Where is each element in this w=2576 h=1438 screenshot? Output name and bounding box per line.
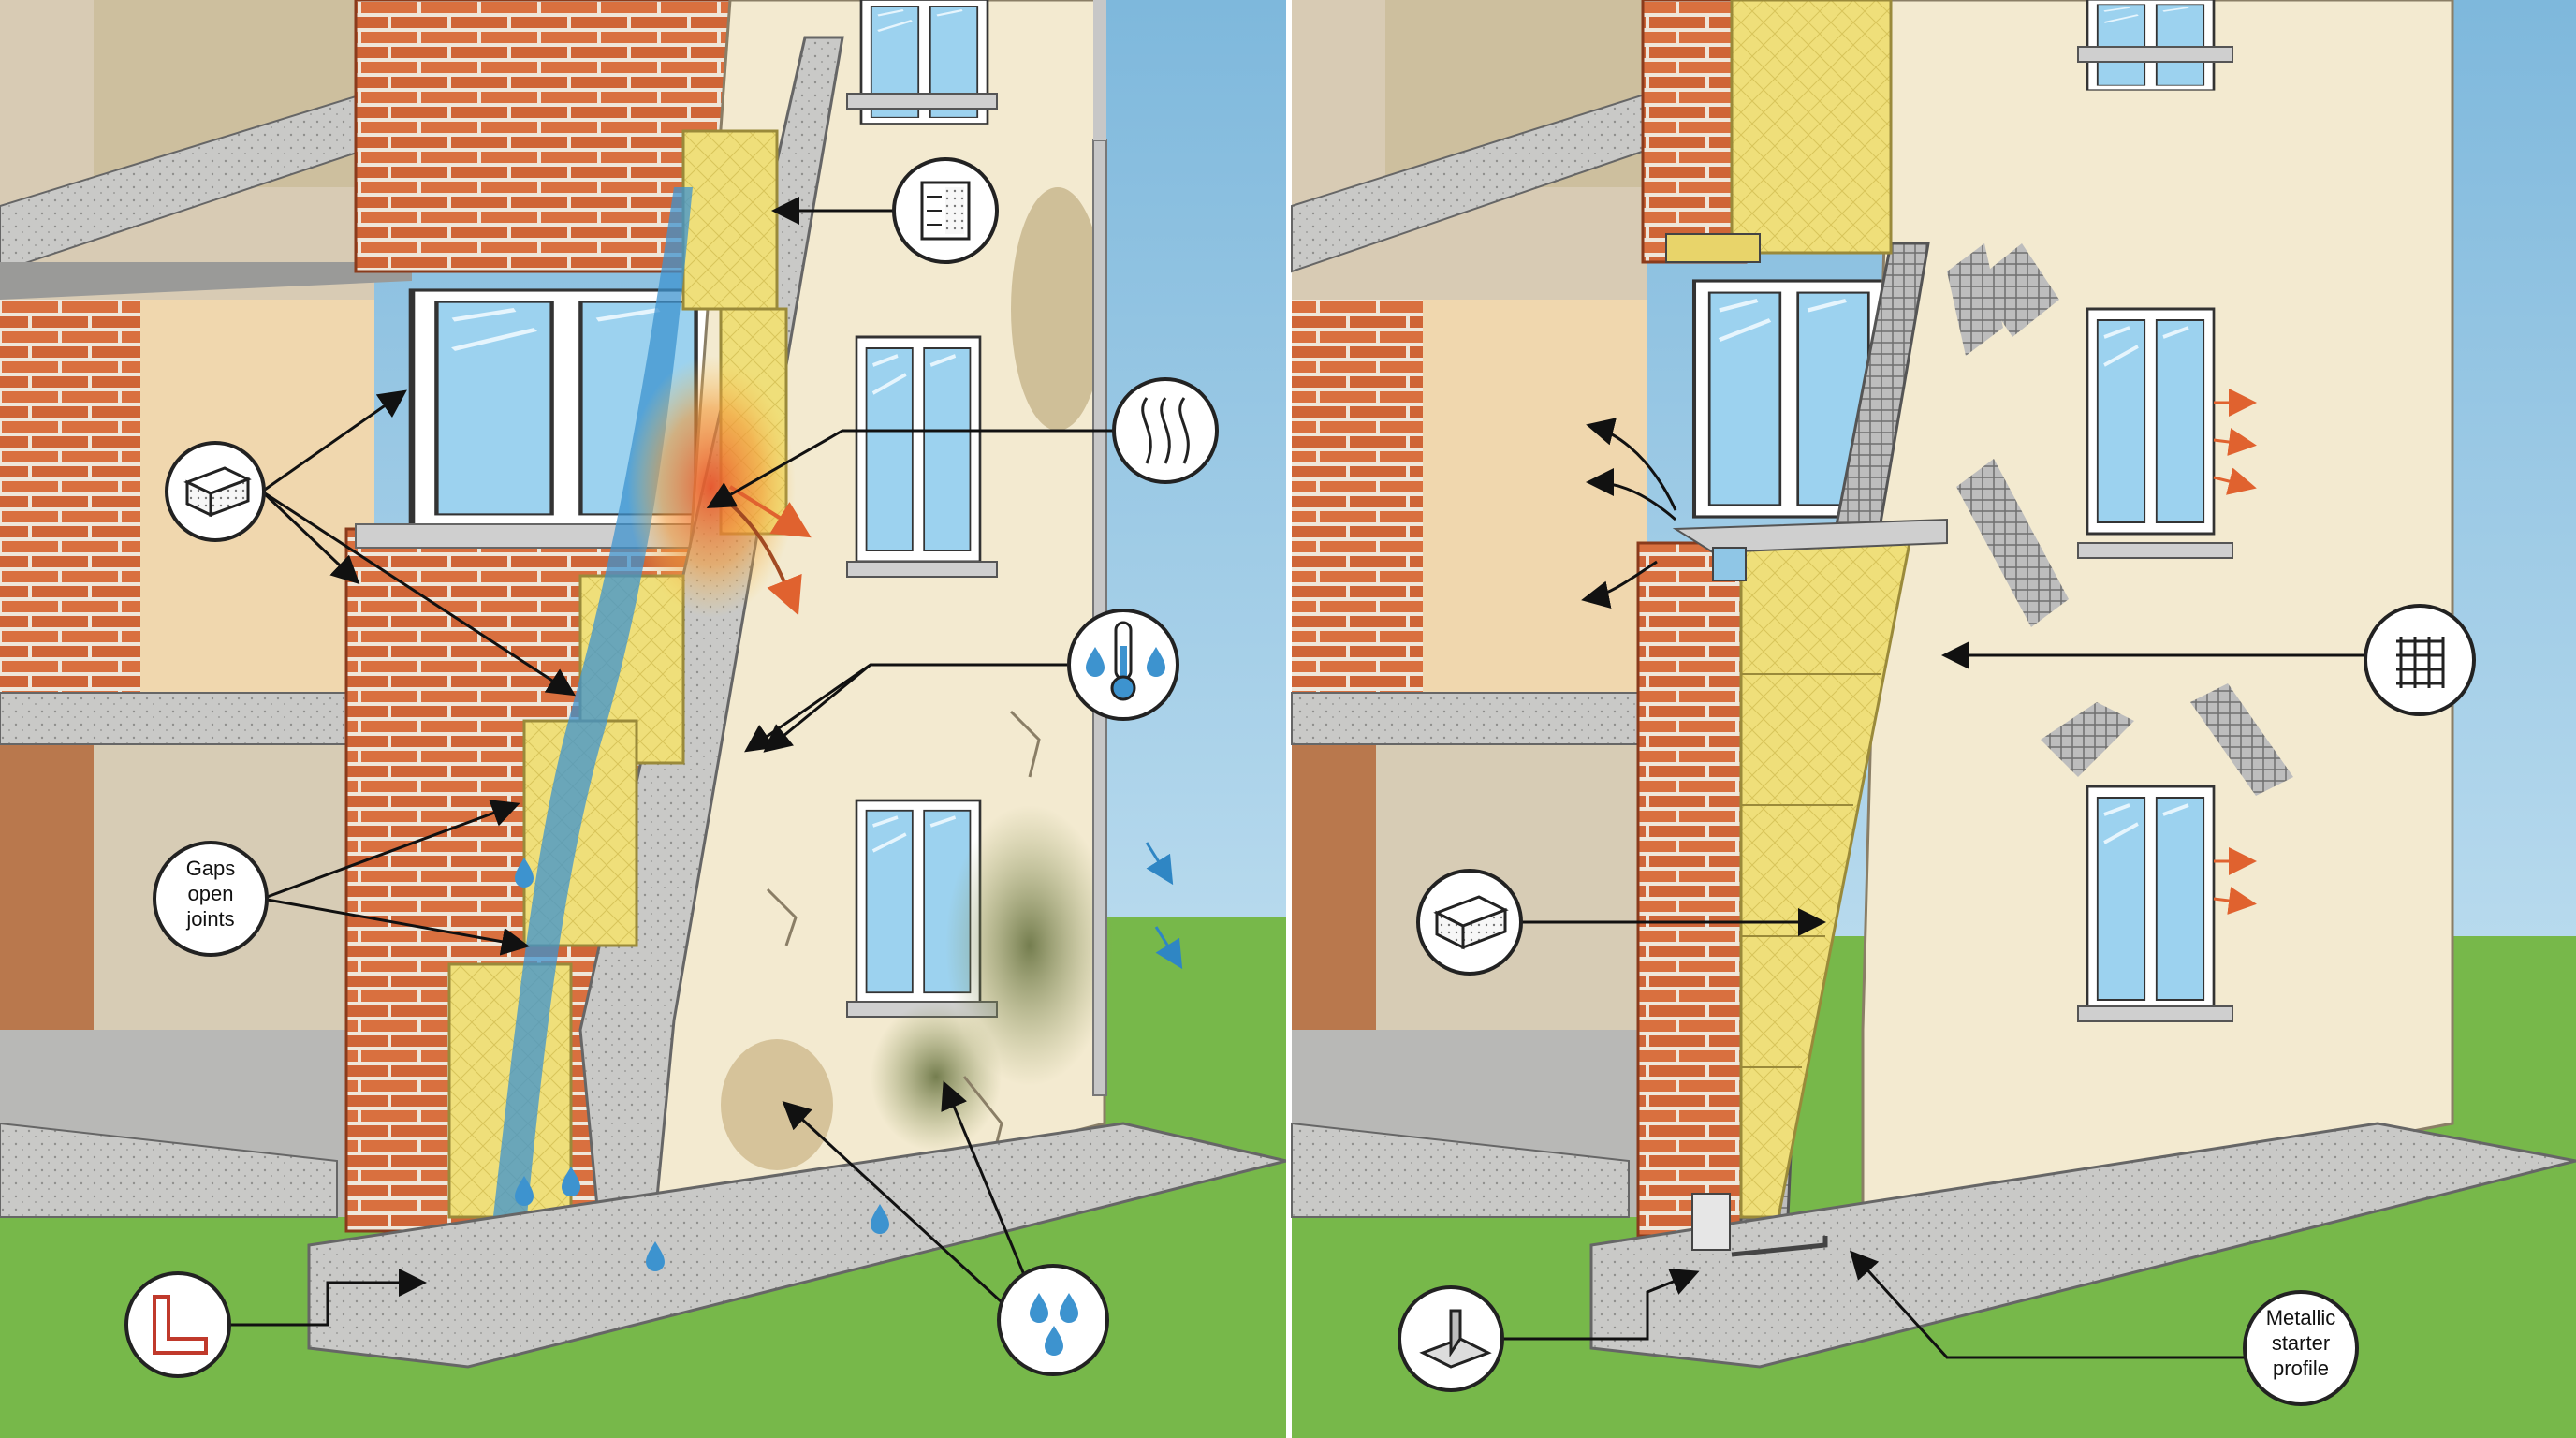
diagonal-mesh-strip <box>1956 459 2069 627</box>
gaps-label-line1: Gaps <box>186 857 236 880</box>
heat-arrow <box>728 485 812 538</box>
solution-panel: Metallic starter profile <box>1291 0 2576 1438</box>
mold-patch <box>945 805 1114 1086</box>
problem-panel: Gaps open joints <box>0 0 1287 1438</box>
brick-wall <box>354 0 732 273</box>
mold-patch <box>871 1002 1002 1152</box>
callout-mesh <box>2364 604 2476 716</box>
starter-profile <box>1731 1236 1828 1257</box>
callout-missing-profile <box>124 1271 231 1378</box>
heat-loss-glow <box>627 356 796 618</box>
callout-thermometer <box>1067 609 1179 721</box>
insulation-board-icon <box>183 466 252 518</box>
stucco-facade <box>1861 0 2454 1238</box>
facade-window <box>2086 307 2216 536</box>
insulation-board-icon <box>1433 895 1509 950</box>
airflow-arrows <box>1581 418 1677 609</box>
foundation <box>307 1122 1287 1369</box>
callout-water-drops <box>997 1264 1109 1376</box>
diagonal-mesh-strip <box>2190 683 2293 796</box>
callout-metallic-starter-profile: Metallic starter profile <box>2243 1290 2359 1406</box>
starter-bracket <box>1691 1193 1731 1251</box>
facade-window <box>855 335 982 564</box>
damp-stain <box>721 1039 833 1170</box>
profile-label-line3: profile <box>2273 1357 2329 1380</box>
facade-window <box>2086 0 2216 92</box>
mesh-icon <box>2396 637 2445 688</box>
sill-seal <box>1712 547 1747 581</box>
facade-window <box>2086 785 2216 1013</box>
callout-leaders <box>1488 641 2368 1359</box>
heat-waves-icon <box>1141 397 1190 464</box>
mesh-render-icon <box>920 181 971 241</box>
foundation <box>1589 1122 2576 1369</box>
l-profile-icon <box>153 1295 208 1355</box>
callout-insulation-board <box>1416 869 1523 976</box>
insulation-board <box>681 129 779 311</box>
floor-slab <box>0 692 375 745</box>
panel-divider <box>1286 0 1292 1438</box>
brick-wall <box>1636 541 1743 1238</box>
callout-gaps: Gaps open joints <box>153 841 269 957</box>
floor-slab <box>1291 692 1648 745</box>
callout-mesh-render <box>892 157 999 264</box>
floor-slab <box>0 1122 338 1218</box>
angle-bracket-icon <box>1419 1309 1492 1369</box>
gaps-label-line2: open <box>188 882 234 905</box>
callout-heat-waves <box>1112 377 1219 484</box>
profile-label-line2: starter <box>2272 1331 2330 1355</box>
callout-insulation-board <box>165 441 266 542</box>
callout-starter-bracket <box>1398 1285 1504 1392</box>
heat-arrows <box>2213 389 2257 915</box>
profile-label-line1: Metallic <box>2266 1306 2336 1329</box>
interior-brick <box>1292 300 1423 693</box>
insulation-board <box>1730 0 1893 255</box>
diagonal-mesh-strip <box>2041 702 2134 777</box>
brick-wall <box>1641 0 1748 264</box>
damp-stain <box>1011 187 1105 431</box>
thermometer-droplets-icon <box>1086 621 1165 701</box>
floor-slab <box>1291 1122 1630 1218</box>
gaps-label-line3: joints <box>185 907 234 931</box>
lintel-insulation <box>1665 233 1761 263</box>
interior-brick <box>0 300 140 693</box>
window-sill <box>1672 518 1948 554</box>
